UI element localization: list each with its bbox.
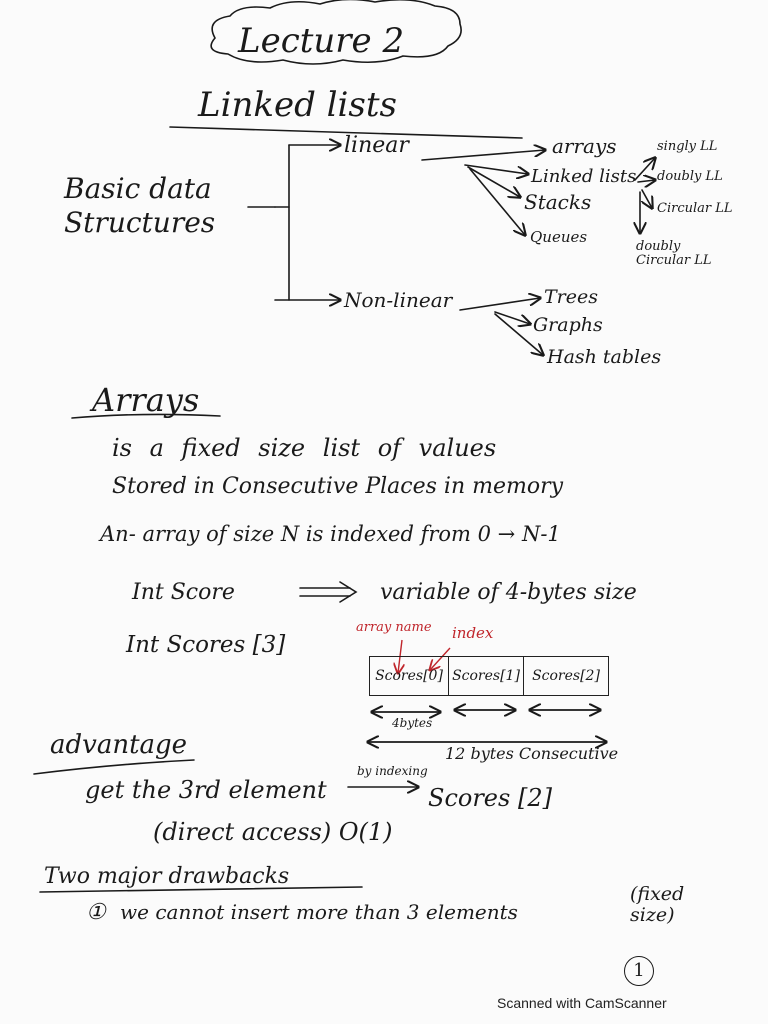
scanner-watermark: Scanned with CamScanner <box>497 995 667 1011</box>
lecture-cloud <box>210 0 462 65</box>
drawback-item-1: we cannot insert more than 3 elements <box>120 900 518 924</box>
linear-item-stacks: Stacks <box>524 190 592 214</box>
lecture-title: Lecture 2 <box>238 21 405 61</box>
index-label: index <box>452 624 494 642</box>
linear-label: linear <box>344 133 409 158</box>
arrays-line-5: Int Scores [3] <box>126 632 286 658</box>
arrays-heading: Arrays <box>92 381 200 419</box>
arrays-line-1: is a fixed size list of values <box>112 434 497 462</box>
nonlinear-item-trees: Trees <box>544 286 598 308</box>
advantage-line-1b: Scores [2] <box>428 784 552 812</box>
ll-type-doubly: doubly LL <box>657 169 723 184</box>
advantage-line-1a: get the 3rd element <box>85 776 327 804</box>
linear-item-arrays: arrays <box>552 134 617 158</box>
drawbacks-heading: Two major drawbacks <box>44 864 290 889</box>
root-label: Basic data Structures <box>64 172 216 239</box>
array-cell-1: Scores[1] <box>448 656 524 696</box>
bytes-total-label: 12 bytes Consecutive <box>445 744 619 763</box>
arrays-line-4-left: Int Score <box>132 580 235 605</box>
linear-item-queues: Queues <box>530 228 588 246</box>
drawback-number: ① <box>86 900 106 925</box>
array-name-label: array name <box>356 620 432 635</box>
nonlinear-item-hash-tables: Hash tables <box>547 346 662 368</box>
nonlinear-label: Non-linear <box>344 288 453 312</box>
topic-title: Linked lists <box>198 85 397 125</box>
nonlinear-item-graphs: Graphs <box>533 314 603 336</box>
linear-item-linked-lists: Linked lists <box>531 166 637 187</box>
advantage-line-2: (direct access) O(1) <box>153 818 393 846</box>
bytes-each-label: 4bytes <box>392 716 433 730</box>
by-indexing-label: by indexing <box>357 764 428 778</box>
ll-type-singly: singly LL <box>657 139 718 154</box>
drawback-item-1-note: (fixed size) <box>630 883 685 926</box>
arrays-line-2: Stored in Consecutive Places in memory <box>112 474 564 499</box>
ll-type-circular: Circular LL <box>657 201 733 216</box>
ll-type-doubly-circular: doubly Circular LL <box>636 239 712 269</box>
advantage-heading: advantage <box>50 730 188 760</box>
page-number: 1 <box>624 956 654 986</box>
array-cell-0: Scores[0] <box>369 656 449 696</box>
arrays-line-3: An- array of size N is indexed from 0 → … <box>100 522 561 546</box>
arrays-line-4-right: variable of 4-bytes size <box>380 580 637 605</box>
array-cell-2: Scores[2] <box>523 656 609 696</box>
